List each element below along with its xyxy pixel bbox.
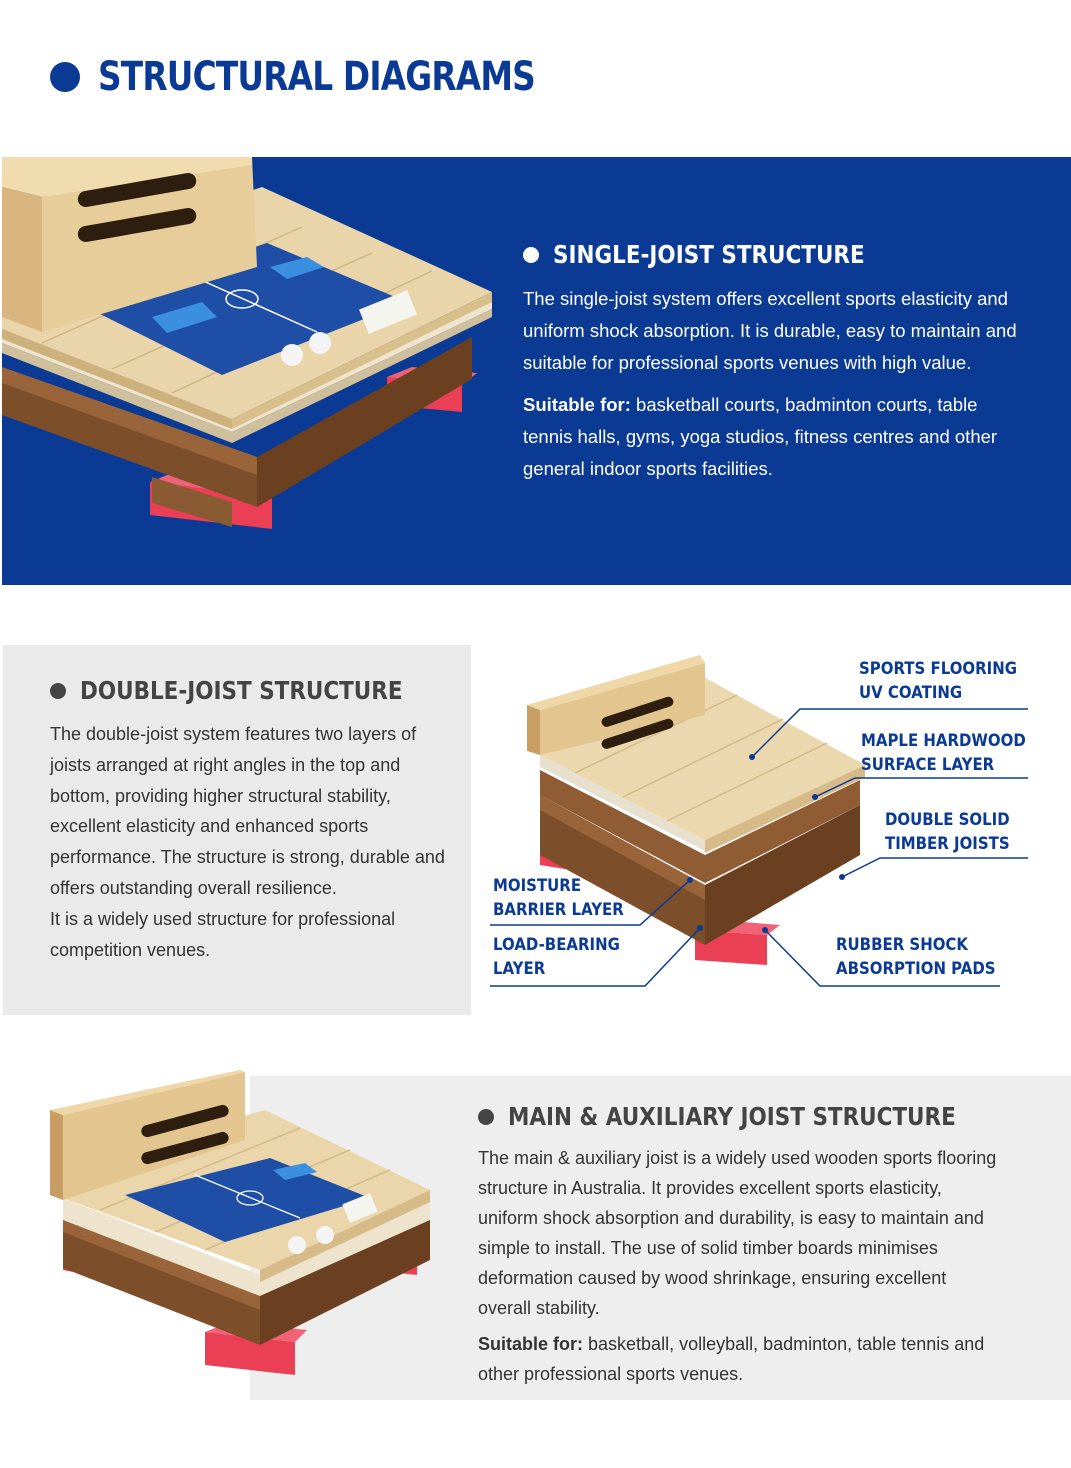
label-line: TIMBER JOISTS <box>885 834 1010 854</box>
bullet-dot-icon <box>523 246 539 263</box>
main-aux-body: The main & auxiliary joist is a widely u… <box>478 1148 997 1318</box>
main-aux-heading: MAIN & AUXILIARY JOIST STRUCTURE <box>478 1102 998 1131</box>
single-joist-body: The single-joist system offers excellent… <box>523 288 1017 373</box>
label-sports-flooring: SPORTS FLOORING UV COATING <box>859 657 1017 705</box>
label-line: MAPLE HARDWOOD <box>861 731 1026 751</box>
suitable-text: basketball, volleyball, badminton, table… <box>478 1334 985 1384</box>
suitable-text: basketball courts, badminton courts, tab… <box>523 394 998 479</box>
label-maple-hardwood: MAPLE HARDWOOD SURFACE LAYER <box>861 729 1026 777</box>
label-moisture-barrier: MOISTURE BARRIER LAYER <box>493 874 624 922</box>
double-joist-section <box>3 645 471 1015</box>
page-title: STRUCTURAL DIAGRAMS <box>98 54 536 100</box>
double-joist-body: The double-joist system features two lay… <box>50 724 445 898</box>
label-rubber-pads: RUBBER SHOCK ABSORPTION PADS <box>836 933 996 981</box>
double-joist-body-2: It is a widely used structure for profes… <box>50 908 396 960</box>
suitable-label: Suitable for: <box>478 1334 584 1354</box>
label-load-bearing: LOAD-BEARING LAYER <box>493 933 620 981</box>
double-joist-text: DOUBLE-JOIST STRUCTURE The double-joist … <box>50 676 450 965</box>
single-joist-text: SINGLE-JOIST STRUCTURE The single-joist … <box>523 240 1023 485</box>
label-line: UV COATING <box>859 683 963 703</box>
double-joist-floor-image <box>527 655 865 965</box>
label-line: SPORTS FLOORING <box>859 659 1018 679</box>
single-joist-title: SINGLE-JOIST STRUCTURE <box>553 240 865 269</box>
label-line: MOISTURE <box>493 876 582 896</box>
bullet-dot-icon <box>50 682 66 699</box>
single-joist-section: SINGLE-JOIST STRUCTURE The single-joist … <box>2 157 1071 585</box>
single-joist-suitable: Suitable for: basketball courts, badmint… <box>523 389 1023 485</box>
label-line: ABSORPTION PADS <box>836 959 996 979</box>
label-line: RUBBER SHOCK <box>836 935 969 955</box>
double-joist-title: DOUBLE-JOIST STRUCTURE <box>80 676 403 705</box>
main-aux-floor-image <box>50 1070 430 1375</box>
suitable-label: Suitable for: <box>523 394 631 415</box>
label-line: DOUBLE SOLID <box>885 810 1010 830</box>
label-line: BARRIER LAYER <box>493 900 624 920</box>
single-joist-heading: SINGLE-JOIST STRUCTURE <box>523 240 1023 269</box>
bullet-dot-icon <box>50 62 80 92</box>
single-joist-floor-image <box>2 157 492 529</box>
double-joist-heading: DOUBLE-JOIST STRUCTURE <box>50 676 450 705</box>
label-line: LOAD-BEARING <box>493 935 620 955</box>
label-double-joists: DOUBLE SOLID TIMBER JOISTS <box>885 808 1010 856</box>
main-aux-suitable: Suitable for: basketball, volleyball, ba… <box>478 1329 998 1389</box>
main-aux-title: MAIN & AUXILIARY JOIST STRUCTURE <box>508 1102 956 1131</box>
page-header: STRUCTURAL DIAGRAMS <box>50 52 631 102</box>
main-aux-text: MAIN & AUXILIARY JOIST STRUCTURE The mai… <box>478 1102 998 1389</box>
bullet-dot-icon <box>478 1108 494 1125</box>
label-line: SURFACE LAYER <box>861 755 995 775</box>
label-line: LAYER <box>493 959 546 979</box>
